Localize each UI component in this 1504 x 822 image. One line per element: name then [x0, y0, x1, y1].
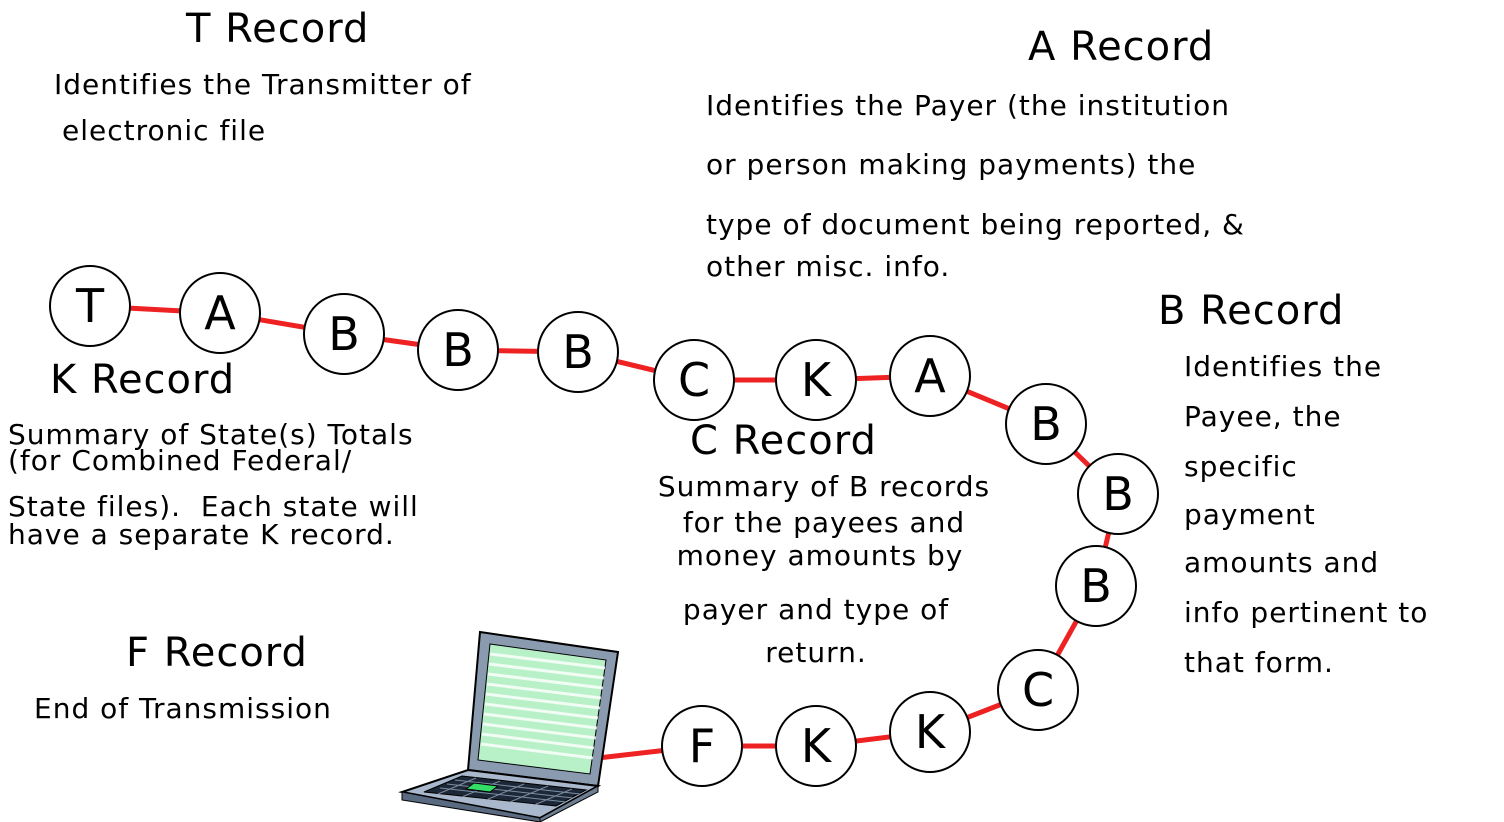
c-record-desc-line: money amounts by: [676, 539, 964, 572]
b-record-desc-line: that form.: [1184, 646, 1334, 679]
b-record-desc-line: amounts and: [1184, 546, 1380, 579]
a-record-desc-line: or person making payments) the: [706, 148, 1197, 181]
record-node-circle: [653, 339, 735, 421]
record-node-b: B: [1005, 383, 1087, 465]
record-node-label: B: [442, 323, 474, 377]
b-record-desc-line: payment: [1184, 498, 1316, 531]
k-record-title: K Record: [50, 357, 236, 403]
record-node-f: F: [661, 705, 743, 787]
record-node-circle: [661, 705, 743, 787]
f-record-title: F Record: [126, 630, 308, 676]
record-node-label: F: [689, 719, 715, 773]
record-node-circle: [775, 339, 857, 421]
k-record-desc-line: have a separate K record.: [8, 518, 395, 551]
record-node-label: B: [1102, 467, 1134, 521]
record-node-circle: [997, 649, 1079, 731]
record-node-label: B: [1030, 397, 1062, 451]
record-node-circle: [1055, 545, 1137, 627]
a-record-title: A Record: [1028, 24, 1215, 70]
record-node-circle: [1005, 383, 1087, 465]
c-record-desc-line: Summary of B records: [657, 470, 991, 503]
record-node-b: B: [1077, 453, 1159, 535]
record-node-label: T: [75, 279, 105, 333]
t-record-desc-line: Identifies the Transmitter of: [54, 68, 472, 101]
record-node-circle: [417, 309, 499, 391]
record-node-label: K: [801, 719, 833, 773]
a-record-desc-line: other misc. info.: [706, 250, 951, 283]
record-node-label: C: [678, 353, 710, 407]
b-record-title: B Record: [1158, 288, 1345, 334]
record-node-k: K: [775, 339, 857, 421]
t-record-title: T Record: [186, 6, 370, 52]
k-record-desc-line: Summary of State(s) Totals: [8, 418, 414, 451]
record-node-circle: [179, 272, 261, 354]
record-node-b: B: [303, 293, 385, 375]
c-record-desc-line: for the payees and: [682, 506, 966, 539]
t-record-desc-line: electronic file: [62, 114, 267, 147]
f-record-desc-line: End of Transmission: [34, 692, 332, 725]
record-node-circle: [49, 265, 131, 347]
record-node-k: K: [775, 705, 857, 787]
record-node-label: A: [204, 286, 236, 340]
record-node-circle: [1077, 453, 1159, 535]
record-node-a: A: [179, 272, 261, 354]
record-node-k: K: [889, 691, 971, 773]
record-node-c: C: [997, 649, 1079, 731]
laptop-icon: [398, 630, 620, 822]
record-node-circle: [775, 705, 857, 787]
b-record-desc-line: Payee, the: [1184, 400, 1342, 433]
c-record-title: C Record: [690, 418, 877, 464]
k-record-desc-line: State files). Each state will: [8, 490, 419, 523]
record-node-b: B: [1055, 545, 1137, 627]
record-node-label: K: [801, 353, 833, 407]
k-record-desc-line: (for Combined Federal/: [8, 444, 353, 477]
record-node-label: K: [915, 705, 947, 759]
record-node-circle: [889, 335, 971, 417]
record-node-label: B: [1080, 559, 1112, 613]
b-record-desc-line: info pertinent to: [1184, 596, 1429, 629]
record-node-label: A: [914, 349, 946, 403]
record-node-label: B: [328, 307, 360, 361]
record-node-t: T: [49, 265, 131, 347]
b-record-desc-line: specific: [1184, 450, 1298, 483]
record-node-b: B: [417, 309, 499, 391]
record-node-label: B: [562, 325, 594, 379]
record-node-b: B: [537, 311, 619, 393]
a-record-desc-line: Identifies the Payer (the institution: [706, 89, 1230, 122]
c-record-desc-line: return.: [765, 636, 867, 669]
record-node-label: C: [1022, 663, 1054, 717]
record-node-circle: [537, 311, 619, 393]
record-node-circle: [303, 293, 385, 375]
record-node-circle: [889, 691, 971, 773]
b-record-desc-line: Identifies the: [1184, 350, 1383, 383]
record-node-a: A: [889, 335, 971, 417]
record-node-c: C: [653, 339, 735, 421]
c-record-desc-line: payer and type of: [682, 593, 950, 626]
a-record-desc-line: type of document being reported, &: [706, 208, 1245, 241]
